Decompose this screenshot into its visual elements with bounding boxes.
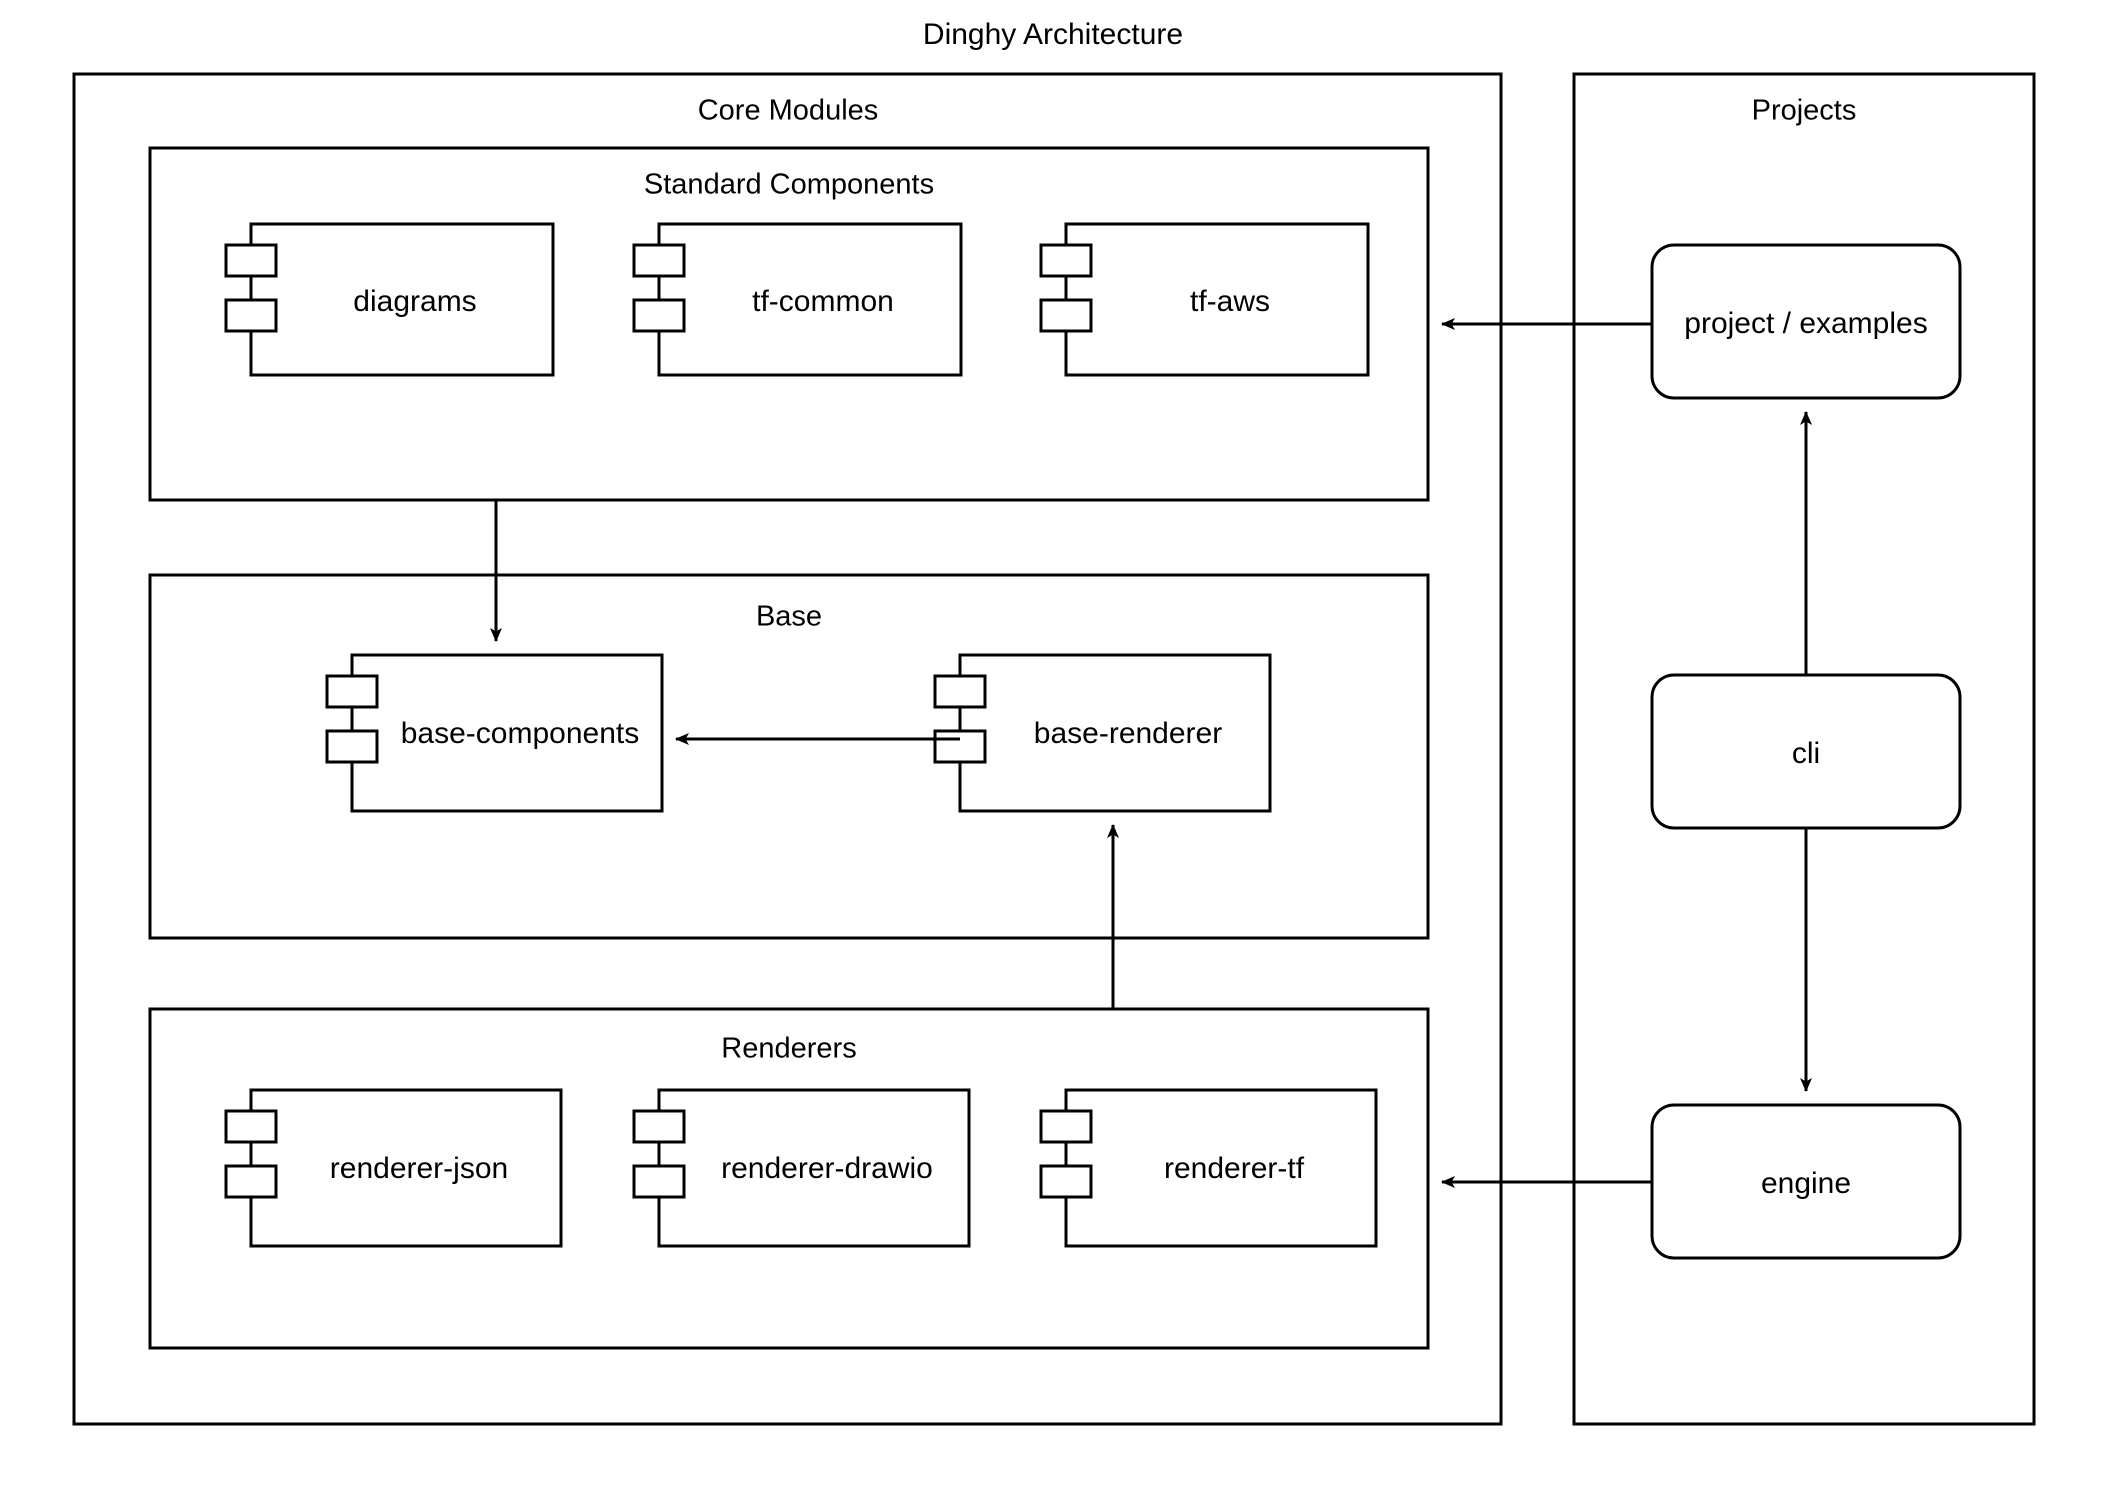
group-standard-components-label: Standard Components bbox=[644, 169, 934, 201]
component-tab-icon bbox=[1039, 298, 1093, 333]
group-base-label: Base bbox=[756, 601, 822, 633]
component-base-components-body bbox=[350, 653, 664, 813]
component-diagrams-label: diagrams bbox=[353, 285, 476, 318]
node-project-examples-shape bbox=[1650, 243, 1962, 400]
component-base-components[interactable]: base-components bbox=[325, 653, 664, 813]
component-renderer-drawio-body bbox=[657, 1088, 971, 1248]
component-tab-icon bbox=[224, 243, 278, 278]
component-tab-icon bbox=[933, 674, 987, 709]
component-tab-icon bbox=[224, 1109, 278, 1144]
component-renderer-tf-label: renderer-tf bbox=[1164, 1152, 1305, 1185]
component-tf-aws-label: tf-aws bbox=[1190, 285, 1270, 318]
node-project-examples-label: project / examples bbox=[1684, 307, 1927, 340]
component-renderer-drawio-label: renderer-drawio bbox=[721, 1152, 933, 1185]
component-tab-icon bbox=[1039, 243, 1093, 278]
component-base-components-label: base-components bbox=[401, 717, 639, 750]
node-engine-label: engine bbox=[1761, 1167, 1851, 1200]
component-renderer-json-label: renderer-json bbox=[330, 1152, 508, 1185]
component-renderer-drawio[interactable]: renderer-drawio bbox=[632, 1088, 971, 1248]
component-tab-icon bbox=[325, 674, 379, 709]
node-engine[interactable]: engine bbox=[1650, 1103, 1962, 1260]
group-renderers-label: Renderers bbox=[721, 1033, 856, 1065]
component-renderer-tf[interactable]: renderer-tf bbox=[1039, 1088, 1378, 1248]
component-tab-icon bbox=[1039, 1164, 1093, 1199]
component-renderer-json-body bbox=[249, 1088, 563, 1248]
component-diagrams[interactable]: diagrams bbox=[224, 222, 555, 377]
group-core-modules-label: Core Modules bbox=[698, 95, 879, 127]
component-renderer-tf-body bbox=[1064, 1088, 1378, 1248]
component-diagrams-body bbox=[249, 222, 555, 377]
diagram-title: Dinghy Architecture bbox=[923, 18, 1183, 51]
component-tf-aws-body bbox=[1064, 222, 1370, 377]
component-tab-icon bbox=[632, 1109, 686, 1144]
node-cli[interactable]: cli bbox=[1650, 673, 1962, 830]
component-base-renderer[interactable]: base-renderer bbox=[933, 653, 1272, 813]
group-projects-label: Projects bbox=[1752, 95, 1857, 127]
component-renderer-json[interactable]: renderer-json bbox=[224, 1088, 563, 1248]
component-tab-icon bbox=[224, 298, 278, 333]
component-tf-common-label: tf-common bbox=[752, 285, 894, 318]
component-tab-icon bbox=[224, 1164, 278, 1199]
component-tab-icon bbox=[1039, 1109, 1093, 1144]
component-tab-icon bbox=[632, 298, 686, 333]
node-cli-label: cli bbox=[1792, 737, 1820, 770]
component-tab-icon bbox=[325, 729, 379, 764]
component-tf-common[interactable]: tf-common bbox=[632, 222, 963, 377]
component-tf-common-body bbox=[657, 222, 963, 377]
component-tf-aws[interactable]: tf-aws bbox=[1039, 222, 1370, 377]
component-base-renderer-label: base-renderer bbox=[1034, 717, 1222, 750]
node-project-examples[interactable]: project / examples bbox=[1650, 243, 1962, 400]
component-tab-icon bbox=[933, 729, 987, 764]
component-tab-icon bbox=[632, 243, 686, 278]
component-tab-icon bbox=[632, 1164, 686, 1199]
